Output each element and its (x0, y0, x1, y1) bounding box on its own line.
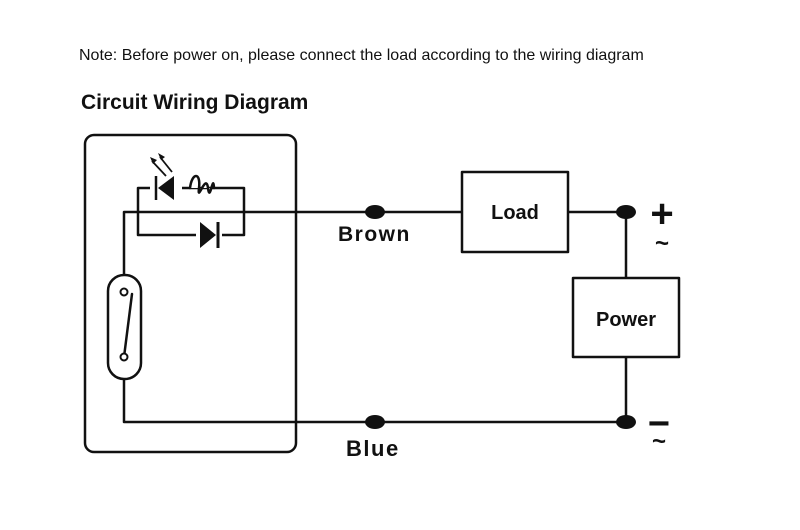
sensor-housing (83, 133, 298, 454)
blue-junction-dot (365, 415, 385, 429)
positive-ac-symbol: ~ (655, 230, 669, 257)
diagram-title: Circuit Wiring Diagram (81, 91, 309, 114)
power-label: Power (596, 309, 656, 331)
blue-wire-label: Blue (346, 436, 400, 461)
load-block (460, 170, 570, 254)
diode-icon (196, 222, 222, 248)
brown-junction-dot (365, 205, 385, 219)
negative-terminal-dot (616, 415, 636, 429)
blue-wire (122, 358, 628, 424)
led-icon (150, 153, 182, 200)
indicator-branch (136, 186, 246, 237)
resistor-coil (188, 174, 216, 194)
brown-wire-label: Brown (338, 223, 411, 246)
positive-terminal-dot (616, 205, 636, 219)
negative-terminal-symbol: − (648, 403, 670, 445)
reed-switch-capsule (106, 273, 143, 381)
brown-wire (122, 210, 464, 282)
positive-terminal-symbol: + (650, 192, 673, 236)
wiring-note: Note: Before power on, please connect th… (79, 47, 644, 64)
negative-ac-symbol: ~ (652, 428, 666, 455)
load-label: Load (491, 202, 539, 224)
reed-switch-contact (122, 292, 134, 359)
power-block (571, 276, 681, 359)
